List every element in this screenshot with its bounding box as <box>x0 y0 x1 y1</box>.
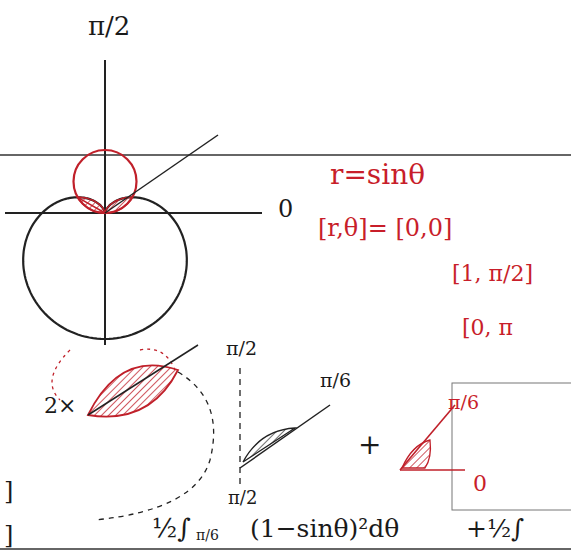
shaded-region <box>402 440 430 468</box>
integral-limit: π/6 <box>196 528 219 543</box>
polar-axis <box>104 60 106 345</box>
integral-sign: +½∫ <box>466 515 524 543</box>
page-rule <box>0 548 571 550</box>
angle-ray <box>240 405 330 468</box>
multiplier: 2× <box>44 394 76 418</box>
angle-ray <box>400 469 465 471</box>
dashed-arc <box>95 372 214 520</box>
cardioid-curve <box>23 197 187 339</box>
shaded-region <box>243 428 295 462</box>
point-list: [r,θ]= [0,0] <box>318 215 452 241</box>
angle-ray <box>105 135 218 213</box>
integrand: (1−sinθ)²dθ <box>250 515 399 543</box>
axis-label: 0 <box>473 472 487 496</box>
angle-label: π/6 <box>320 370 351 391</box>
equation: r=sinθ <box>330 160 425 191</box>
bracket-fragment: ] <box>4 522 13 548</box>
angle-label: π/2 <box>226 338 257 359</box>
bracket-fragment: ] <box>4 478 13 504</box>
plus-sign: + <box>358 430 381 461</box>
point-list: [0, π <box>462 316 513 340</box>
integral-sign: ½∫ <box>152 514 191 543</box>
axis-label: π/2 <box>88 12 130 41</box>
angle-ray <box>88 345 198 415</box>
leaf-region <box>88 365 178 416</box>
angle-label: π/6 <box>448 392 479 413</box>
dashed-arc <box>52 350 70 400</box>
point-list: [1, π/2] <box>452 262 533 286</box>
angle-ray <box>400 405 455 470</box>
sine-circle <box>74 150 137 213</box>
angle-label: π/2 <box>228 488 257 508</box>
axis-label: 0 <box>278 196 293 222</box>
